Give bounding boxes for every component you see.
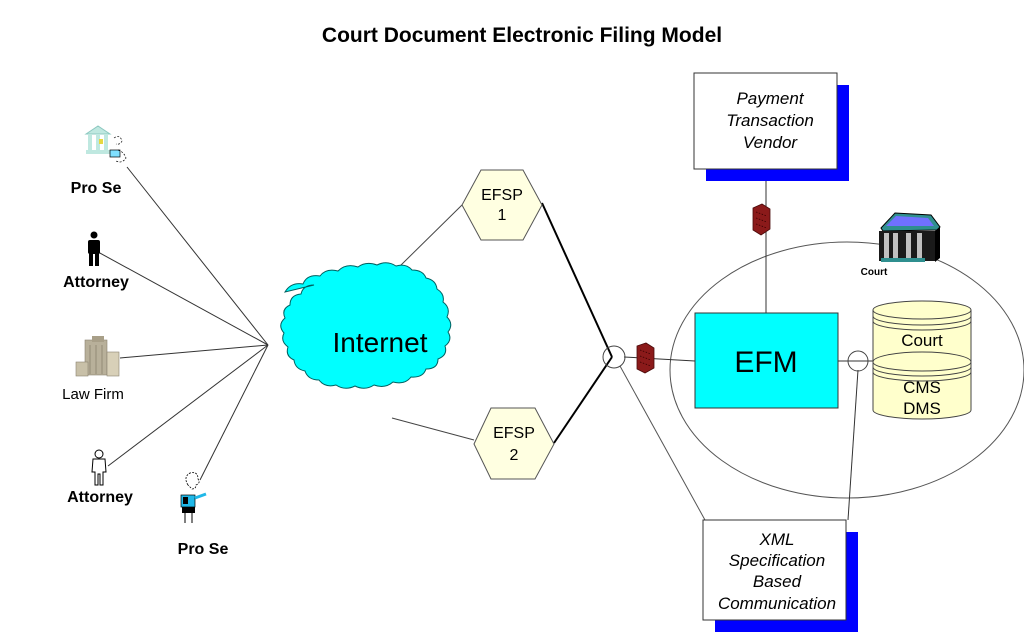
xml-label-line2: Specification	[729, 551, 825, 570]
efsp2-label-line1: EFSP	[493, 425, 535, 442]
payment-label-line3: Vendor	[743, 133, 799, 152]
junction-circle-left	[602, 345, 626, 369]
actor-label-attorney-2: Attorney	[67, 489, 133, 506]
efm-label: EFM	[734, 346, 797, 379]
xml-communication-node[interactable]: XML Specification Based Communication	[702, 519, 858, 632]
efsp1-label-line1: EFSP	[481, 187, 523, 204]
internet-label: Internet	[333, 327, 428, 358]
junction-circle-right	[847, 350, 869, 372]
connector-law-firm	[119, 344, 269, 359]
efm-node[interactable]: EFM	[694, 312, 839, 409]
connector-pro-se-2	[199, 344, 269, 481]
firewall-icon	[636, 342, 655, 374]
law-firm-building-icon	[75, 336, 120, 377]
xml-label-line4: Communication	[718, 594, 836, 613]
attorney-outline-person-icon	[91, 449, 107, 486]
actor-label-pro-se-2: Pro Se	[178, 541, 229, 558]
connector-attorney-2	[107, 344, 269, 467]
actor-label-pro-se-1: Pro Se	[71, 180, 122, 197]
database-label-line2: CMS	[903, 378, 941, 397]
xml-label-line1: XML	[759, 530, 795, 549]
court-building-icon	[879, 212, 941, 262]
payment-label-line2: Transaction	[726, 111, 814, 130]
database-label-line3: DMS	[903, 399, 941, 418]
actor-connectors	[97, 166, 269, 481]
firewall-icon	[752, 203, 771, 236]
court-icon-label: Court	[861, 267, 888, 278]
connector-hub-efm	[623, 356, 696, 362]
connector-efsp1-hub	[541, 202, 613, 358]
attorney-person-icon	[88, 231, 100, 266]
connector-hub-xml	[619, 365, 706, 521]
connector-internet-efsp2	[391, 417, 475, 441]
connector-efsp2-hub	[553, 356, 613, 444]
court-boundary-ellipse	[669, 241, 1024, 499]
payment-label-line1: Payment	[736, 89, 804, 108]
court-database[interactable]: Court CMS DMS	[872, 300, 972, 420]
efsp2-label-line2: 2	[510, 447, 519, 464]
internet-cloud: Internet	[280, 262, 452, 389]
connector-pro-se-1	[126, 166, 269, 346]
database-label-line1: Court	[901, 331, 943, 350]
connector-dbhub-xml	[847, 369, 859, 521]
xml-label-line3: Based	[753, 572, 802, 591]
efsp2-node[interactable]: EFSP 2	[473, 407, 555, 480]
actor-label-attorney-1: Attorney	[63, 274, 129, 291]
efsp1-label-line2: 1	[498, 207, 507, 224]
pro-se-computer-icon	[84, 125, 127, 163]
efsp1-node[interactable]: EFSP 1	[461, 169, 543, 241]
payment-vendor-node[interactable]: Payment Transaction Vendor	[693, 72, 849, 181]
actor-label-law-firm: Law Firm	[62, 386, 124, 403]
diagram-title: Court Document Electronic Filing Model	[322, 24, 722, 47]
pro-se-person-icon	[180, 472, 207, 523]
connector-attorney-1	[97, 251, 269, 346]
connector-internet-efsp1	[397, 204, 463, 269]
